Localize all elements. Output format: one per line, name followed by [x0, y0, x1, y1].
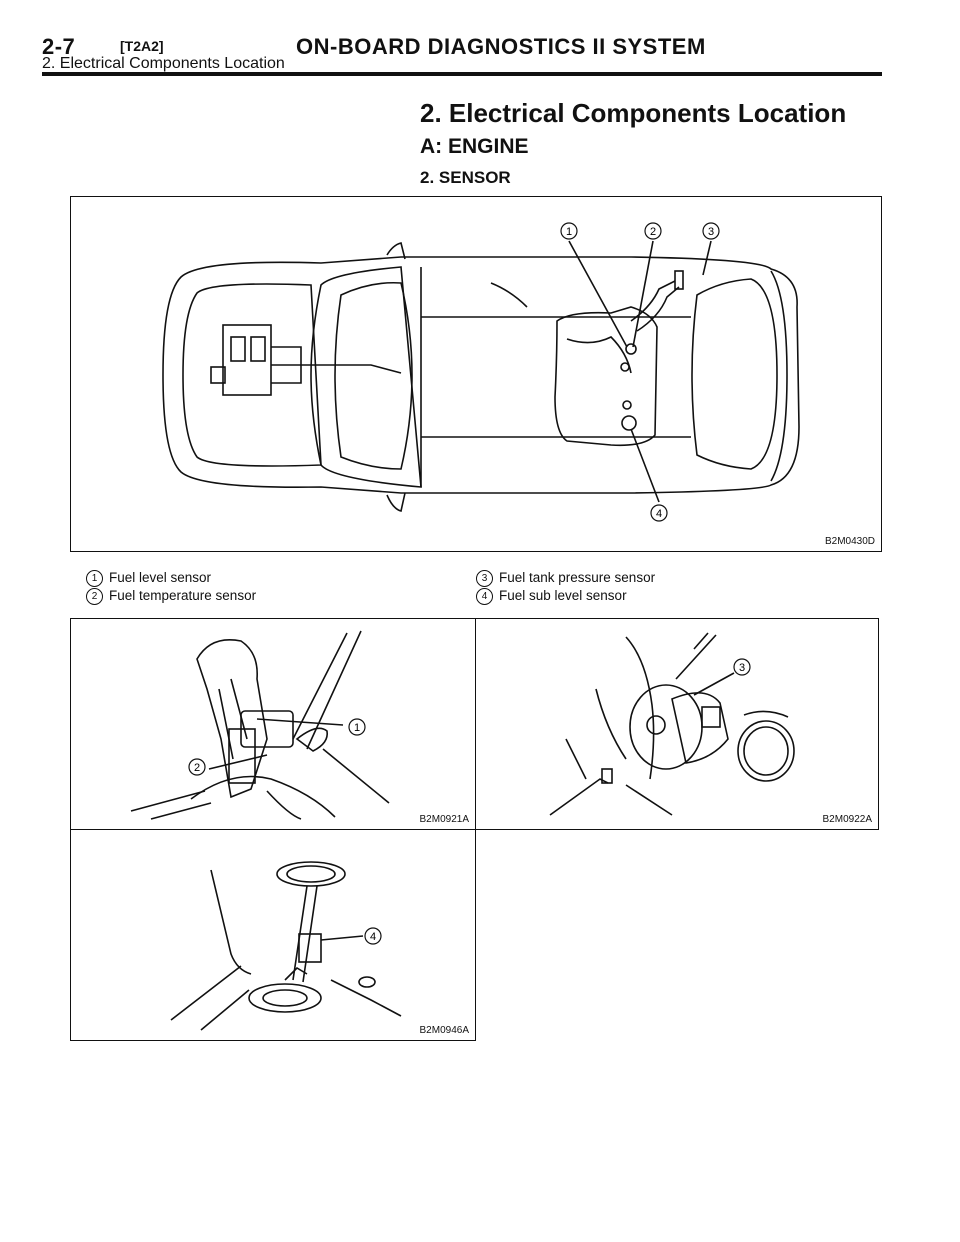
pressure-sensor-drawing: 3 — [549, 632, 795, 816]
svg-text:4: 4 — [656, 508, 662, 520]
section-code: [T2A2] — [120, 38, 164, 54]
detail-figure-a: 1 2 B2M0921A — [70, 618, 476, 830]
legend-label: Fuel sub level sensor — [499, 588, 627, 604]
level-sensor-drawing: 1 2 — [130, 630, 390, 820]
callout-2-badge: 2 — [86, 588, 103, 605]
svg-text:2: 2 — [194, 762, 200, 774]
legend-label: Fuel tank pressure sensor — [499, 570, 656, 586]
legend-item-4: 4 Fuel sub level sensor — [476, 588, 627, 605]
legend-item-1: 1 Fuel level sensor — [86, 570, 211, 587]
detail-figure-b: 3 B2M0922A — [475, 618, 879, 830]
legend-label: Fuel level sensor — [109, 570, 212, 586]
detail-figure-c: 4 B2M0946A — [70, 829, 476, 1041]
section-title: 2. Electrical Components Location — [420, 98, 847, 128]
svg-text:2: 2 — [650, 226, 656, 238]
svg-text:3: 3 — [739, 662, 745, 674]
svg-text:3: 3 — [708, 226, 714, 238]
car-top-view-drawing: 1 2 3 4 — [162, 222, 800, 522]
callout-3-badge: 3 — [476, 570, 493, 587]
legend-label: Fuel temperature sensor — [109, 588, 257, 604]
main-figure: 1 2 3 4 B2M0430D — [70, 196, 882, 552]
page-number: 2-7 — [42, 34, 76, 59]
callout-marks: 1 2 3 4 — [560, 222, 720, 522]
chapter-title: ON-BOARD DIAGNOSTICS II SYSTEM — [296, 34, 706, 59]
figure-code: B2M0921A — [419, 814, 469, 825]
callout-1-badge: 1 — [86, 570, 103, 587]
legend-item-2: 2 Fuel temperature sensor — [86, 588, 256, 605]
subsection-title: A: ENGINE — [420, 135, 529, 158]
figure-code: B2M0922A — [822, 814, 872, 825]
figure-code: B2M0946A — [419, 1025, 469, 1036]
svg-text:1: 1 — [566, 226, 572, 238]
sub-level-sensor-drawing: 4 — [170, 861, 402, 1031]
svg-text:4: 4 — [370, 931, 376, 943]
svg-text:1: 1 — [354, 722, 360, 734]
figure-code: B2M0430D — [824, 536, 875, 547]
callout-4-badge: 4 — [476, 588, 493, 605]
header-rule — [42, 72, 882, 76]
item-title: 2. SENSOR — [420, 168, 511, 187]
header-subtitle: 2. Electrical Components Location — [42, 55, 285, 72]
legend-item-3: 3 Fuel tank pressure sensor — [476, 570, 655, 587]
